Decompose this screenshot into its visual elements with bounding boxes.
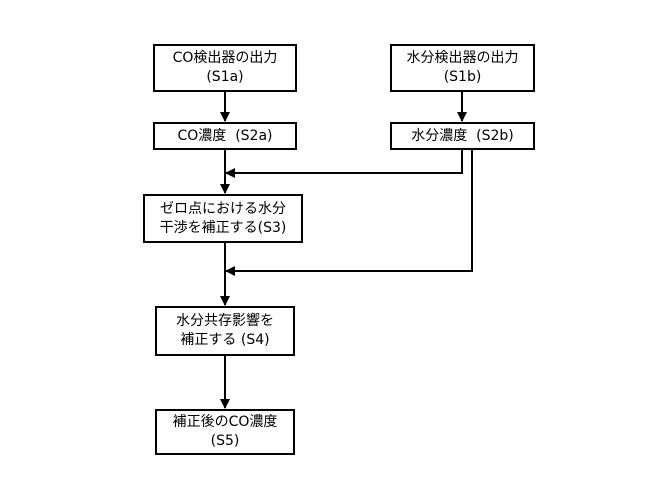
node-s1b-label: 水分検出器の出力 xyxy=(406,50,519,66)
node-s4-label-line2: 補正する (S4) xyxy=(180,332,270,348)
node-s2a-label: CO濃度 (S2a) xyxy=(177,127,273,144)
node-s2b-label: 水分濃度 (S2b) xyxy=(411,127,514,144)
node-s1a-label: CO検出器の出力 xyxy=(172,50,278,66)
node-s2b-moisture-concentration: 水分濃度 (S2b) xyxy=(390,122,535,150)
node-s4-coexistence-correction: 水分共存影響を 補正する (S4) xyxy=(155,306,295,356)
node-s3-label-line2: 干渉を補正する(S3) xyxy=(159,219,287,236)
edge-s2b-s3 xyxy=(225,150,463,178)
node-s3-label-line1: ゼロ点における水分 xyxy=(160,200,286,217)
node-s1a-co-detector-output: CO検出器の出力 (S1a) xyxy=(153,44,297,92)
node-s5-label: 補正後のCO濃度 xyxy=(172,414,278,430)
edge-s2b-s4 xyxy=(225,150,473,276)
node-s2a-co-concentration: CO濃度 (S2a) xyxy=(153,122,297,150)
node-s4-label-line1: 水分共存影響を xyxy=(176,313,274,329)
node-s1b-step: (S1b) xyxy=(443,69,482,85)
node-s1b-moisture-detector-output: 水分検出器の出力 (S1b) xyxy=(390,44,535,92)
node-s1a-step: (S1a) xyxy=(206,69,244,85)
node-s5-step: (S5) xyxy=(210,433,240,449)
node-s3-zero-point-correction: ゼロ点における水分 干渉を補正する(S3) xyxy=(143,194,303,243)
node-s5-corrected-co-concentration: 補正後のCO濃度 (S5) xyxy=(155,409,295,455)
